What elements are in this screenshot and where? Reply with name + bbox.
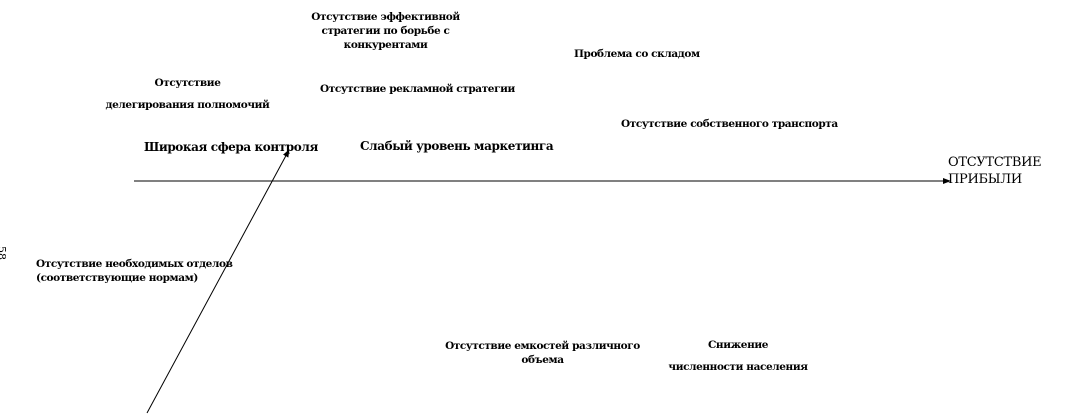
cause-no-departments-line1: Отсутствие необходимых отделов	[36, 258, 233, 270]
cause-no-containers-line1: Отсутствие емкостей различного	[445, 340, 640, 352]
cause-no-delegation-line1: Отсутствие	[154, 77, 221, 89]
cause-population-decline: Снижение численности населения	[664, 338, 812, 374]
effect-label-line2: ПРИБЫЛИ	[948, 172, 1022, 187]
cause-no-effective-strategy: Отсутствие эффективной стратегии по борь…	[308, 10, 463, 52]
cause-population-decline-line1: Снижение	[707, 339, 769, 351]
cause-no-effective-strategy-line1: Отсутствие эффективной	[311, 11, 460, 23]
cause-wide-control: Широкая сфера контроля	[144, 140, 318, 154]
effect-label: ОТСУТСТВИЕ ПРИБЫЛИ	[948, 154, 1042, 188]
cause-no-containers-line2: объема	[521, 354, 564, 366]
cause-no-effective-strategy-line3: конкурентами	[343, 39, 428, 51]
cause-population-decline-line2: численности населения	[668, 361, 808, 373]
diagonal-bone-arrow	[146, 149, 290, 414]
cause-no-departments: Отсутствие необходимых отделов (соответс…	[36, 257, 233, 285]
cause-no-transport: Отсутствие собственного транспорта	[621, 118, 838, 130]
cause-no-effective-strategy-line2: стратегии по борьбе с	[321, 25, 450, 37]
cause-no-delegation: Отсутствие делегирования полномочий	[100, 76, 275, 112]
cause-no-departments-line2: (соответствующие нормам)	[36, 272, 198, 284]
effect-label-line1: ОТСУТСТВИЕ	[948, 155, 1042, 170]
cause-no-ad-strategy: Отсутствие рекламной стратегии	[320, 83, 515, 95]
cause-no-delegation-line2: делегирования полномочий	[105, 99, 270, 111]
cause-weak-marketing: Слабый уровень маркетинга	[360, 139, 554, 153]
cause-no-containers: Отсутствие емкостей различного объема	[440, 339, 645, 367]
cause-warehouse-problem: Проблема со складом	[574, 48, 700, 60]
page-number: 58	[0, 246, 8, 260]
